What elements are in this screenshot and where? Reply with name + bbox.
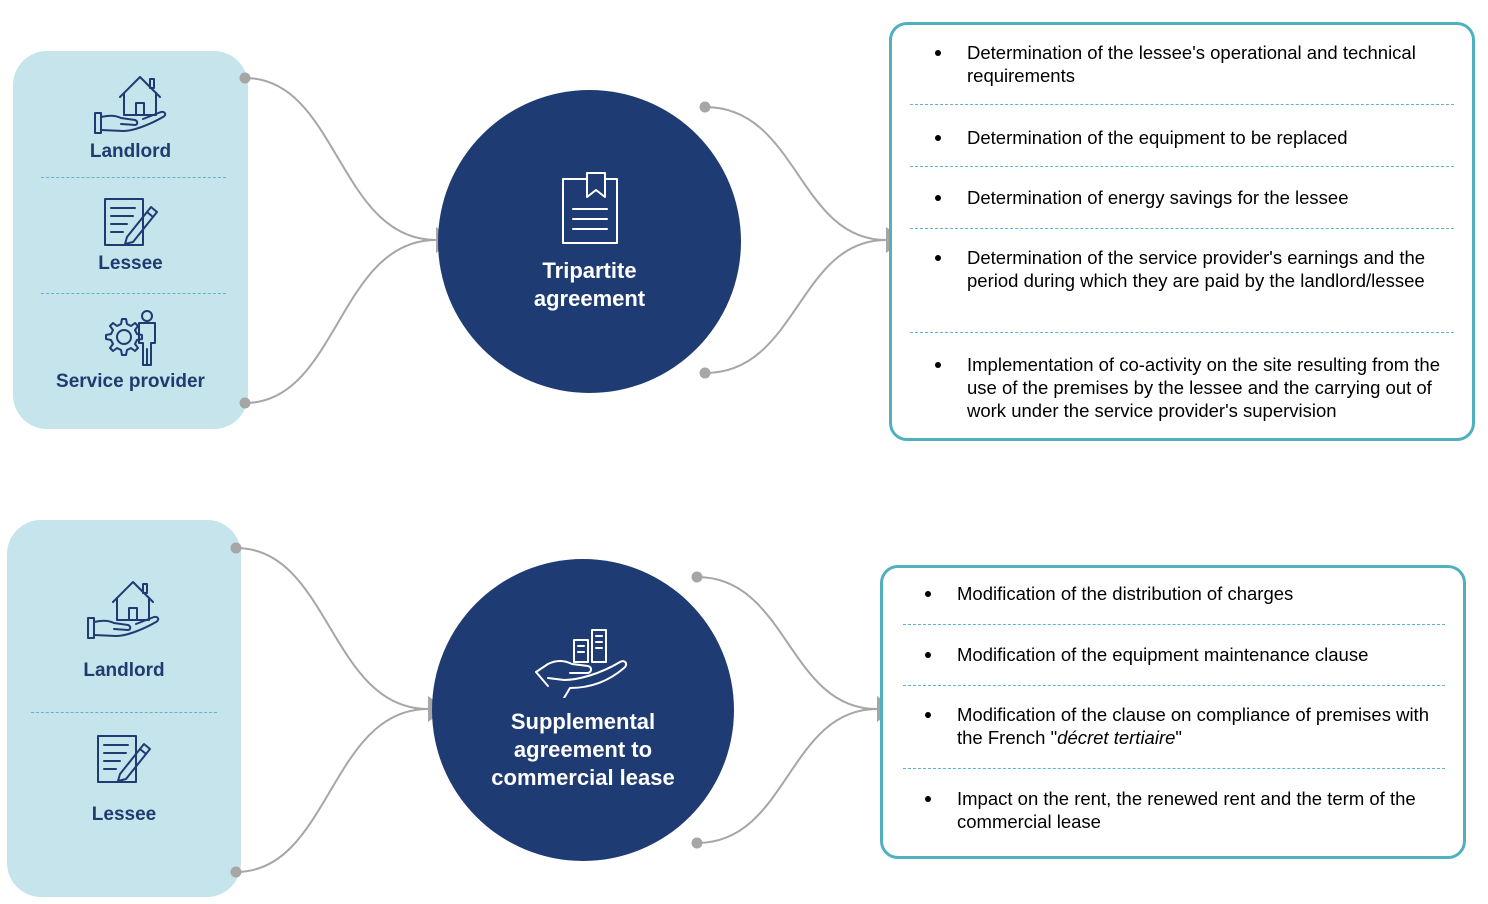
connector-dot xyxy=(239,72,251,84)
document-pen-icon xyxy=(97,735,151,783)
bullet xyxy=(925,796,931,802)
bullet xyxy=(925,591,931,597)
detail-text: Determination of the service provider's … xyxy=(967,247,1426,291)
decree-name: décret tertiaire xyxy=(1057,727,1176,748)
connector-line xyxy=(704,106,887,241)
connector-line xyxy=(696,708,878,844)
bullet xyxy=(935,135,941,141)
details-box-supplemental: Modification of the distribution of char… xyxy=(880,565,1466,859)
detail-text: Modification of the clause on compliance… xyxy=(957,704,1429,748)
party-divider xyxy=(41,177,226,178)
connector-dot xyxy=(699,367,711,379)
bullet xyxy=(935,50,941,56)
party-service-provider: Service provider xyxy=(13,309,248,393)
detail-text: Modification of the distribution of char… xyxy=(957,583,1294,604)
house-in-hand-icon xyxy=(93,76,166,134)
connector-dot xyxy=(691,837,703,849)
party-lessee: Lessee xyxy=(7,730,241,826)
detail-divider xyxy=(903,685,1445,686)
detail-divider xyxy=(903,768,1445,769)
connector-line xyxy=(235,547,429,710)
detail-text: Implementation of co-activity on the sit… xyxy=(967,354,1440,421)
bullet xyxy=(935,362,941,368)
document-pen-icon xyxy=(103,198,158,246)
connector-line xyxy=(704,239,887,374)
bullet xyxy=(925,652,931,658)
party-label: Lessee xyxy=(91,804,157,825)
gear-person-icon xyxy=(104,310,156,366)
detail-text: Determination of energy savings for the … xyxy=(967,187,1349,208)
bullet xyxy=(925,712,931,718)
details-box-tripartite: Determination of the lessee's operationa… xyxy=(889,22,1475,441)
bookmarked-document-icon xyxy=(561,171,618,244)
connector-line xyxy=(696,576,878,710)
connector-line xyxy=(244,239,437,404)
agreement-circle-supplemental: Supplemental agreement to commercial lea… xyxy=(432,559,734,861)
connector-line xyxy=(235,708,429,873)
connector-dot xyxy=(230,542,242,554)
party-label: Landlord xyxy=(83,660,165,681)
detail-divider xyxy=(910,104,1454,105)
detail-text: Impact on the rent, the renewed rent and… xyxy=(957,788,1416,832)
party-label: Service provider xyxy=(56,371,205,392)
house-in-hand-icon xyxy=(87,581,160,639)
bullet xyxy=(935,255,941,261)
bullet xyxy=(935,195,941,201)
buildings-in-hand-icon xyxy=(535,629,628,698)
circle-title: Supplemental agreement to commercial lea… xyxy=(491,709,675,790)
detail-text: Determination of the equipment to be rep… xyxy=(967,127,1348,148)
party-landlord: Landlord xyxy=(7,576,241,682)
party-landlord: Landlord xyxy=(13,71,248,163)
circle-title: Tripartite agreement xyxy=(533,257,646,311)
party-divider xyxy=(41,293,226,294)
detail-divider xyxy=(910,166,1454,167)
parties-panel-bottom: Landlord Lessee xyxy=(7,520,241,897)
connector-line xyxy=(244,77,437,241)
agreement-circle-tripartite: Tripartite agreement xyxy=(438,90,741,393)
party-divider xyxy=(31,712,217,713)
connector-dot xyxy=(239,397,251,409)
party-lessee: Lessee xyxy=(13,193,248,275)
detail-text: Modification of the equipment maintenanc… xyxy=(957,644,1369,665)
party-label: Lessee xyxy=(98,253,163,274)
connector-dot xyxy=(230,866,242,878)
detail-text: Determination of the lessee's operationa… xyxy=(967,42,1416,86)
connector-dot xyxy=(691,571,703,583)
party-label: Landlord xyxy=(89,141,172,162)
parties-panel-top: Landlord Lessee Service provider xyxy=(13,51,248,429)
detail-divider xyxy=(910,332,1454,333)
detail-divider xyxy=(910,228,1454,229)
detail-divider xyxy=(903,624,1445,625)
connector-dot xyxy=(699,101,711,113)
